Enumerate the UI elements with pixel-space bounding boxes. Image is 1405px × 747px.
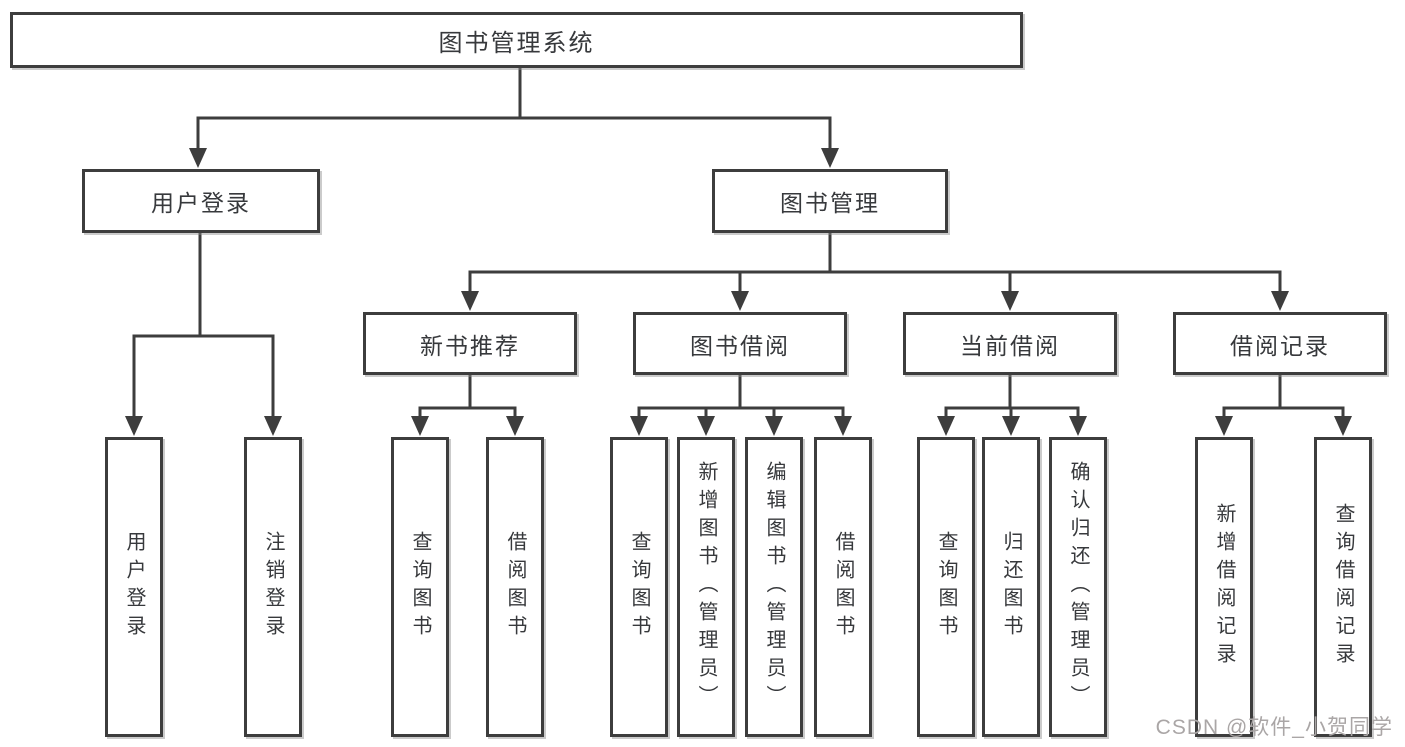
node-new-book-recommend-label: 新书推荐 bbox=[420, 332, 520, 359]
leaf-return-books-label: 归还图书 bbox=[1000, 531, 1022, 643]
leaf-add-book-admin: 新增图书（管理员） bbox=[677, 437, 735, 737]
leaf-query-borrow-record-label: 查询借阅记录 bbox=[1332, 503, 1354, 671]
node-user-login: 用户登录 bbox=[82, 169, 320, 233]
leaf-logout-label: 注销登录 bbox=[262, 531, 284, 643]
leaf-confirm-return-admin: 确认归还（管理员） bbox=[1049, 437, 1107, 737]
node-current-borrow: 当前借阅 bbox=[903, 312, 1117, 375]
leaf-return-books: 归还图书 bbox=[982, 437, 1040, 737]
node-current-borrow-label: 当前借阅 bbox=[960, 332, 1060, 359]
leaf-borrow-books: 借阅图书 bbox=[814, 437, 872, 737]
node-book-management: 图书管理 bbox=[712, 169, 948, 233]
arrowheads bbox=[125, 148, 1352, 436]
leaf-query-borrow-record: 查询借阅记录 bbox=[1314, 437, 1372, 737]
leaf-add-book-admin-label: 新增图书（管理员） bbox=[695, 461, 717, 713]
node-borrow-records-label: 借阅记录 bbox=[1230, 332, 1330, 359]
leaf-user-login: 用户登录 bbox=[105, 437, 163, 737]
leaf-add-borrow-record-label: 新增借阅记录 bbox=[1213, 503, 1235, 671]
leaf-query-books-borrow: 查询图书 bbox=[610, 437, 668, 737]
leaf-borrow-books-label: 借阅图书 bbox=[832, 531, 854, 643]
leaf-edit-book-admin-label: 编辑图书（管理员） bbox=[763, 461, 785, 713]
leaf-query-books-current: 查询图书 bbox=[917, 437, 975, 737]
node-new-book-recommend: 新书推荐 bbox=[363, 312, 577, 375]
node-book-borrow: 图书借阅 bbox=[633, 312, 847, 375]
leaf-confirm-return-admin-label: 确认归还（管理员） bbox=[1067, 461, 1089, 713]
leaf-borrow-books-recommend-label: 借阅图书 bbox=[504, 531, 526, 643]
leaf-query-books-recommend: 查询图书 bbox=[391, 437, 449, 737]
node-book-borrow-label: 图书借阅 bbox=[690, 332, 790, 359]
leaf-borrow-books-recommend: 借阅图书 bbox=[486, 437, 544, 737]
node-borrow-records: 借阅记录 bbox=[1173, 312, 1387, 375]
node-book-management-label: 图书管理 bbox=[780, 190, 880, 216]
leaf-query-books-current-label: 查询图书 bbox=[935, 531, 957, 643]
leaf-edit-book-admin: 编辑图书（管理员） bbox=[745, 437, 803, 737]
leaf-logout: 注销登录 bbox=[244, 437, 302, 737]
node-user-login-label: 用户登录 bbox=[151, 190, 251, 216]
leaf-query-books-recommend-label: 查询图书 bbox=[409, 531, 431, 643]
leaf-user-login-label: 用户登录 bbox=[123, 531, 145, 643]
leaf-add-borrow-record: 新增借阅记录 bbox=[1195, 437, 1253, 737]
node-root: 图书管理系统 bbox=[10, 12, 1023, 68]
csdn-watermark: CSDN @软件_小贺同学 bbox=[1155, 716, 1393, 739]
node-root-label: 图书管理系统 bbox=[438, 29, 595, 57]
leaf-query-books-borrow-label: 查询图书 bbox=[628, 531, 650, 643]
